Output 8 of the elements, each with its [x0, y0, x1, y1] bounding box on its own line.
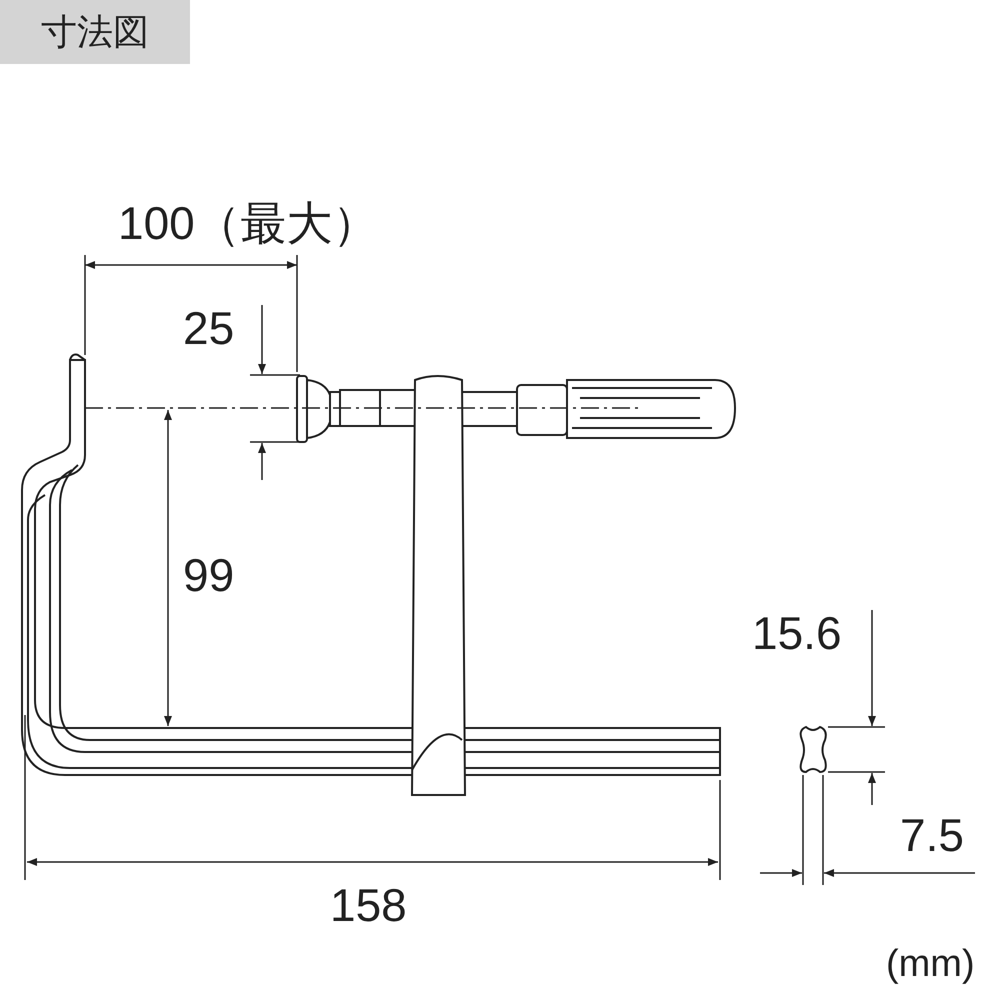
title: 寸法図: [0, 0, 190, 64]
dimension-label: 158: [330, 882, 407, 928]
dimension-label: 15.6: [752, 610, 842, 656]
dimension-label: 99: [183, 552, 234, 598]
dimension-label: 100（最大）: [118, 200, 379, 246]
dimension-label: 25: [183, 305, 234, 351]
unit-label: (mm): [886, 945, 975, 983]
dimension-label: 7.5: [900, 812, 964, 858]
